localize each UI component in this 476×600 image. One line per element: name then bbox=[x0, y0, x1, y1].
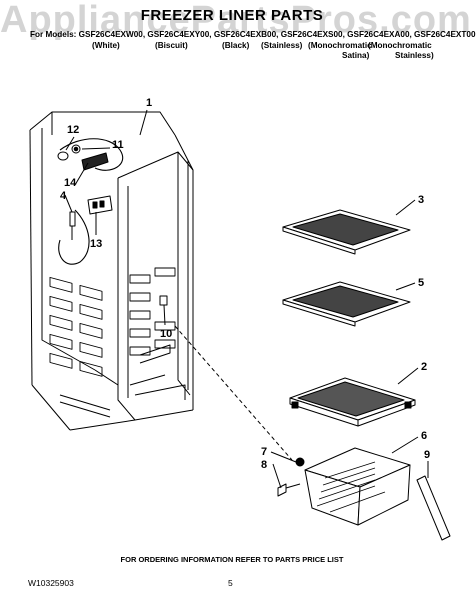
ordering-info: FOR ORDERING INFORMATION REFER TO PARTS … bbox=[120, 555, 344, 564]
color-label: (Monochromatic bbox=[308, 41, 372, 50]
callout-9: 9 bbox=[424, 449, 430, 461]
framed-shelf-2 bbox=[289, 377, 416, 427]
callout-4: 4 bbox=[60, 190, 67, 202]
roller-7 bbox=[295, 457, 305, 467]
callout-8: 8 bbox=[261, 459, 267, 471]
color-label: Satina) bbox=[342, 51, 370, 60]
light-shield bbox=[81, 152, 109, 171]
model-colors: (White) (Biscuit) (Black) (Stainless) (M… bbox=[0, 41, 464, 65]
callout-7: 7 bbox=[261, 446, 267, 458]
models-line: For Models: GSF26C4EXW00, GSF26C4EXY00, … bbox=[30, 30, 476, 39]
callout-1: 1 bbox=[146, 97, 152, 109]
glass-shelf-3 bbox=[282, 209, 411, 255]
lamp-socket bbox=[57, 151, 69, 161]
glass-shelf-5 bbox=[282, 281, 411, 327]
wire-harness bbox=[58, 138, 123, 265]
callout-3: 3 bbox=[418, 194, 424, 206]
color-label: (Monochromatic bbox=[368, 41, 432, 50]
exploded-parts-diagram: 1 12 11 14 4 13 10 3 5 2 6 7 8 9 bbox=[29, 97, 451, 541]
callout-10: 10 bbox=[160, 328, 172, 340]
color-label: Stainless) bbox=[395, 51, 434, 60]
callout-12: 12 bbox=[67, 124, 79, 136]
document-number: W10325903 bbox=[28, 578, 74, 588]
callout-11: 11 bbox=[112, 139, 124, 151]
callout-13: 13 bbox=[90, 238, 102, 250]
color-label: (Black) bbox=[222, 41, 250, 50]
callout-14: 14 bbox=[64, 177, 77, 189]
thermistor bbox=[69, 211, 76, 227]
color-label: (White) bbox=[92, 41, 120, 50]
callout-5: 5 bbox=[418, 277, 424, 289]
color-label: (Stainless) bbox=[261, 41, 303, 50]
watermark: AppliancePartsPros.com bbox=[0, 0, 472, 41]
clip bbox=[159, 295, 168, 306]
page-title: FREEZER LINER PARTS bbox=[140, 7, 324, 24]
freezer-pan-6 bbox=[304, 447, 411, 526]
callout-6: 6 bbox=[421, 430, 427, 442]
freezer-liner bbox=[29, 111, 194, 431]
screw-8 bbox=[277, 483, 287, 497]
page-number: 5 bbox=[228, 578, 233, 588]
trim-9 bbox=[416, 475, 451, 541]
color-label: (Biscuit) bbox=[155, 41, 188, 50]
callout-2: 2 bbox=[421, 361, 427, 373]
